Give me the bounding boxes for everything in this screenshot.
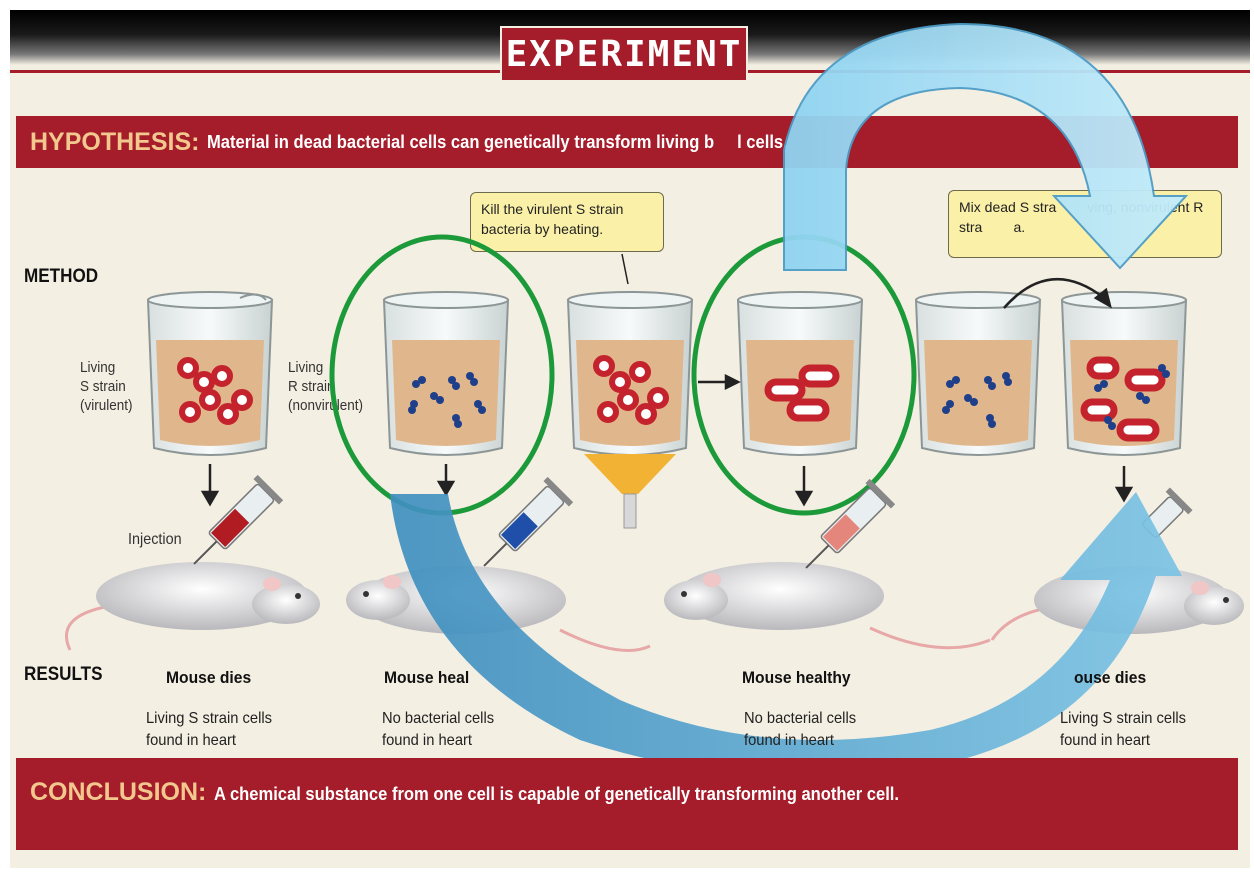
syringe-blue-icon: [471, 477, 573, 579]
result-detail-1: Living S strain cellsfound in heart: [146, 708, 272, 752]
conclusion-label: CONCLUSION:: [30, 778, 206, 807]
flame-icon: [584, 454, 676, 494]
syringe-red-icon: [181, 475, 283, 577]
result-outcome-2: Mouse heal: [384, 668, 469, 688]
result-outcome-3: Mouse healthy: [742, 668, 851, 688]
result-detail-2: No bacterial cellsfound in heart: [382, 708, 494, 752]
mouse-3: [664, 562, 990, 648]
arrow-top-overlay: [784, 24, 1186, 270]
conclusion-text: A chemical substance from one cell is ca…: [214, 784, 899, 805]
result-detail-3: No bacterial cellsfound in heart: [744, 708, 856, 752]
result-detail-4: Living S strain cellsfound in heart: [1060, 708, 1186, 752]
beaker-living-r-strain: [384, 292, 508, 455]
result-outcome-1: Mouse dies: [166, 668, 251, 688]
beaker-r-strain-mix-source: [916, 292, 1040, 455]
mouse-1: [66, 562, 320, 650]
conclusion-banner: CONCLUSION: A chemical substance from on…: [16, 758, 1238, 850]
result-outcome-4: ouse dies: [1074, 668, 1146, 688]
